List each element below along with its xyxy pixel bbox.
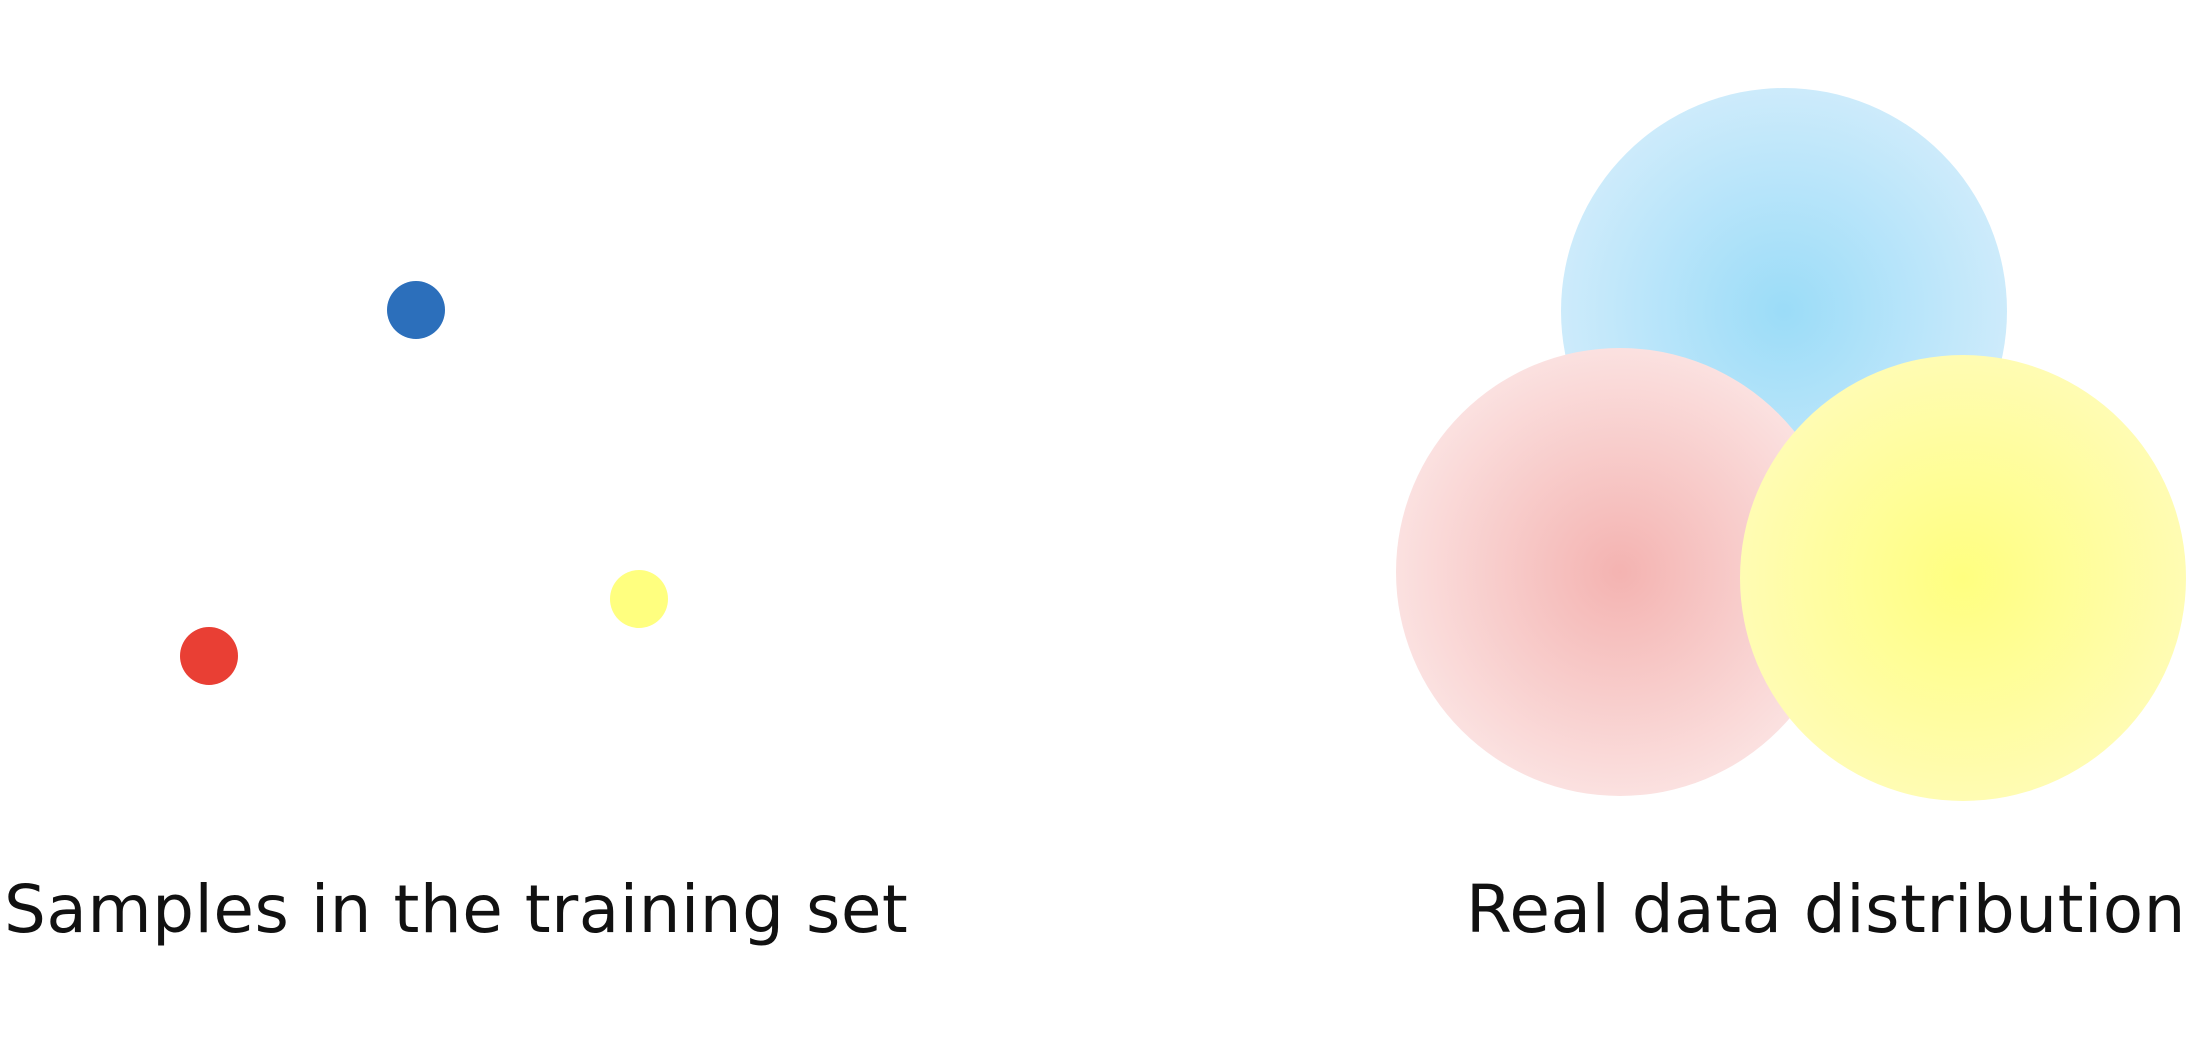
yellow-sample-dot — [610, 570, 668, 628]
yellow-distribution-circle — [1740, 355, 2186, 801]
red-sample-dot — [180, 627, 238, 685]
training-samples-caption: Samples in the training set — [4, 871, 909, 948]
distribution-group — [1396, 88, 2186, 801]
real-distribution-caption: Real data distribution — [1466, 871, 2187, 948]
blue-sample-dot — [387, 281, 445, 339]
red-distribution-circle — [1396, 348, 1844, 796]
training-samples-group — [180, 281, 668, 685]
